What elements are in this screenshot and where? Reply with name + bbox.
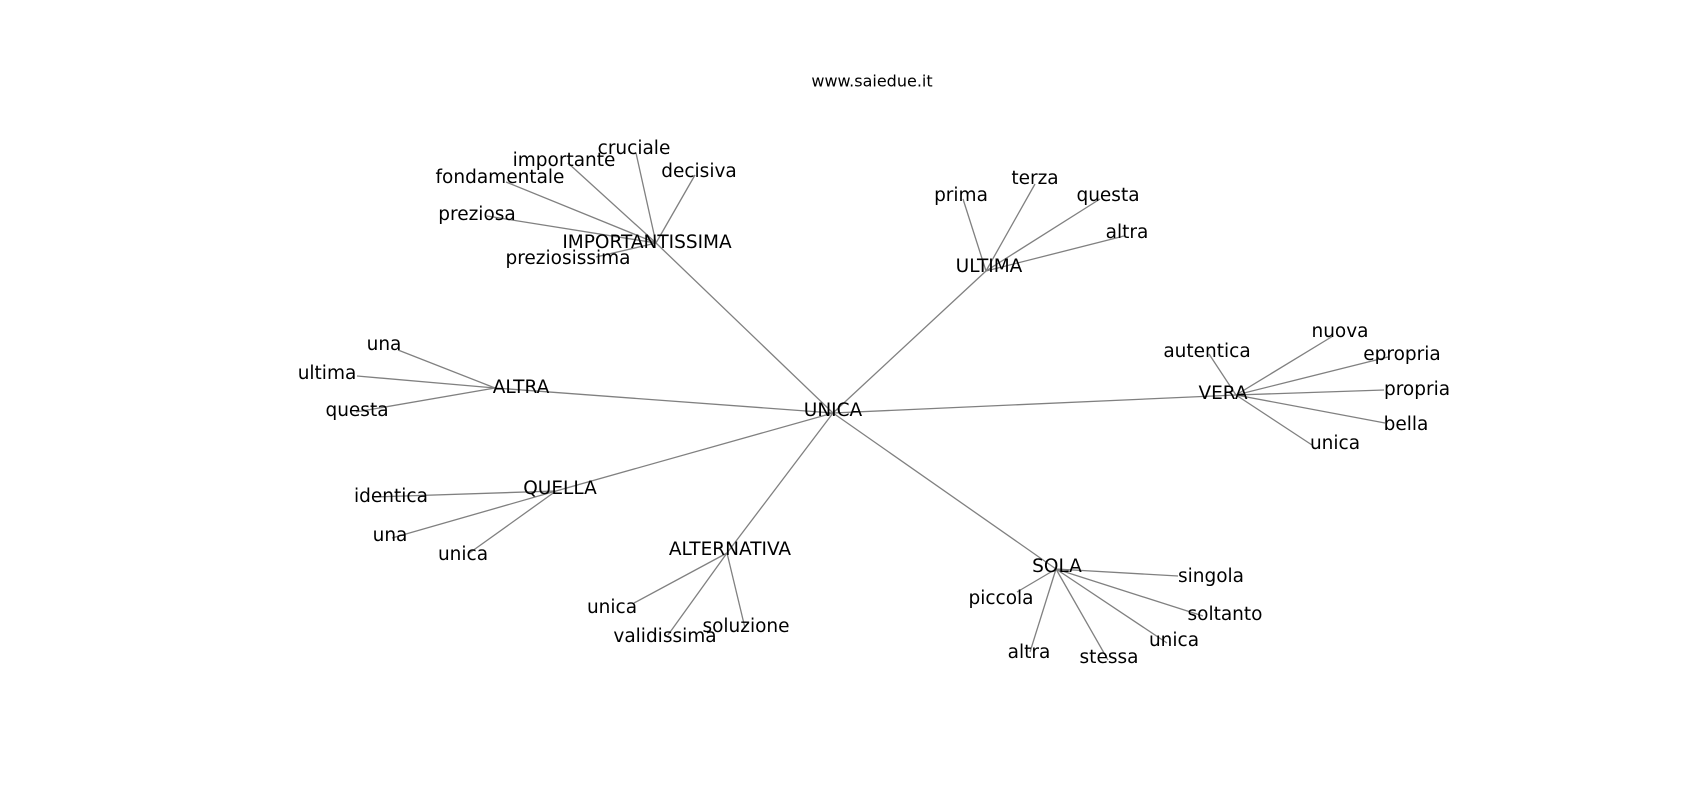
node-hub-quella: QUELLA <box>523 478 597 499</box>
edge-vera-propria <box>1235 389 1385 396</box>
node-hub-altra: ALTRA <box>493 377 550 398</box>
node-hub-sola: SOLA <box>1032 556 1082 577</box>
node-hub-vera: VERA <box>1198 383 1247 404</box>
edge-altra-questa <box>355 387 496 413</box>
node-leaf-sola-soltanto: soltanto <box>1188 604 1263 625</box>
edge-altra-una <box>397 349 496 389</box>
node-leaf-quella-identica: identica <box>354 486 428 507</box>
node-leaf-quella-unica: unica <box>438 544 488 565</box>
edge-sola-soltanto <box>1055 568 1204 617</box>
edge-sola-piccola <box>1016 568 1057 593</box>
node-hub-importantissima: IMPORTANTISSIMA <box>562 232 732 253</box>
edge-sola-altra <box>1029 568 1057 653</box>
node-leaf-vera-bella: bella <box>1384 414 1429 435</box>
node-leaf-sola-unica: unica <box>1149 630 1199 651</box>
edge-alternativa-unica <box>633 552 728 604</box>
node-leaf-altra-una: una <box>367 334 402 355</box>
edge-vera-unica <box>1235 394 1313 446</box>
edge-quella-una <box>391 490 557 539</box>
node-leaf-importantissima-cruciale: cruciale <box>598 138 671 159</box>
node-leaf-vera-unica: unica <box>1310 433 1360 454</box>
node-leaf-sola-altra: altra <box>1008 642 1051 663</box>
node-leaf-ultima-altra: altra <box>1106 222 1149 243</box>
edge-ultima-questa <box>985 198 1101 272</box>
node-hub-alternativa: ALTERNATIVA <box>669 539 792 560</box>
edge-root-alternativa <box>726 412 834 554</box>
edge-importantissima-preziosissima <box>595 242 657 258</box>
node-leaf-vera-propria: propria <box>1384 379 1450 400</box>
edge-root-importantissima <box>655 242 834 414</box>
edge-vera-nuova <box>1235 335 1334 396</box>
node-leaf-sola-singola: singola <box>1178 566 1244 587</box>
node-root-unica: UNICA <box>804 400 863 421</box>
edge-sola-stessa <box>1055 568 1109 661</box>
node-leaf-altra-questa: questa <box>325 400 388 421</box>
node-leaf-ultima-prima: prima <box>934 185 988 206</box>
edge-ultima-altra <box>985 235 1125 272</box>
edge-importantissima-preziosa <box>486 215 657 244</box>
edge-importantissima-decisiva <box>655 174 696 244</box>
node-hub-ultima: ULTIMA <box>956 256 1023 277</box>
node-leaf-vera-autentica: autentica <box>1163 341 1250 362</box>
edge-root-quella <box>555 412 834 492</box>
node-leaf-alternativa-validissima: validissima <box>613 626 716 647</box>
node-leaf-importantissima-fondamentale: fondamentale <box>436 167 565 188</box>
node-leaf-alternativa-soluzione: soluzione <box>702 616 789 637</box>
node-leaf-importantissima-decisiva: decisiva <box>661 161 737 182</box>
node-leaf-vera-epropria: epropria <box>1363 344 1440 365</box>
node-leaf-ultima-terza: terza <box>1011 168 1058 189</box>
node-leaf-quella-una: una <box>373 525 408 546</box>
edge-sola-unica <box>1055 568 1168 644</box>
node-leaf-ultima-questa: questa <box>1076 185 1139 206</box>
edge-importantissima-cruciale <box>635 152 657 244</box>
edge-ultima-prima <box>962 198 987 272</box>
edge-ultima-terza <box>985 183 1036 272</box>
node-leaf-sola-stessa: stessa <box>1080 647 1139 668</box>
diagram-title: www.saiedue.it <box>811 72 932 91</box>
edge-root-ultima <box>832 270 987 414</box>
node-leaf-alternativa-unica: unica <box>587 597 637 618</box>
edge-root-vera <box>832 394 1237 414</box>
node-leaf-importantissima-preziosissima: preziosissima <box>505 248 630 269</box>
edge-importantissima-importante <box>567 162 657 244</box>
edge-vera-epropria <box>1235 356 1389 396</box>
edge-vera-bella <box>1235 394 1386 424</box>
edge-quella-unica <box>467 490 557 555</box>
node-leaf-sola-piccola: piccola <box>968 588 1033 609</box>
edge-root-sola <box>832 412 1057 570</box>
node-leaf-importantissima-importante: importante <box>513 150 616 171</box>
edge-root-altra <box>494 387 834 414</box>
node-leaf-vera-nuova: nuova <box>1311 321 1368 342</box>
edge-sola-singola <box>1055 568 1179 577</box>
node-leaf-altra-ultima: ultima <box>298 363 357 384</box>
edges-layer <box>355 152 1389 661</box>
edge-vera-autentica <box>1208 353 1237 396</box>
edge-quella-identica <box>373 490 557 498</box>
edge-alternativa-soluzione <box>726 552 746 629</box>
edge-importantissima-fondamentale <box>505 181 657 244</box>
node-leaf-importantissima-preziosa: preziosa <box>438 204 515 225</box>
edge-alternativa-validissima <box>667 552 728 636</box>
edge-altra-ultima <box>356 375 496 389</box>
